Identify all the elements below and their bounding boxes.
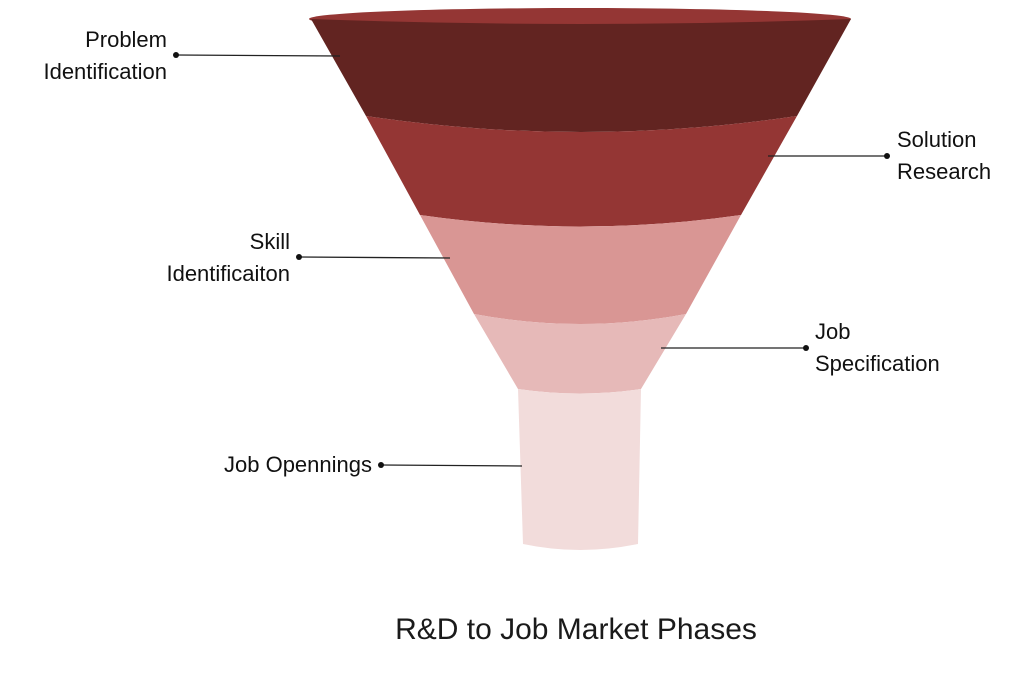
connector-skill-identification xyxy=(296,254,451,260)
stage-label-job-specification: Job Specification xyxy=(815,316,940,380)
diagram-title: R&D to Job Market Phases xyxy=(395,613,757,646)
connector-solution-research xyxy=(768,153,890,159)
stage-label-skill-identification: Skill Identificaiton xyxy=(166,226,290,290)
stage-label-line: Identificaiton xyxy=(166,261,290,286)
funnel-segment-job-specification xyxy=(474,314,686,394)
stage-label-line: Solution xyxy=(897,127,977,152)
stage-label-line: Problem xyxy=(85,27,167,52)
stage-label-problem-identification: Problem Identification xyxy=(43,24,167,88)
stage-label-line: Job Opennings xyxy=(224,452,372,477)
stage-label-line: Specification xyxy=(815,351,940,376)
stage-label-line: Job xyxy=(815,319,851,344)
stage-label-solution-research: Solution Research xyxy=(897,124,991,188)
connector-job-specification xyxy=(661,345,809,351)
funnel-segment-job-openings xyxy=(518,389,641,550)
stage-label-line: Identification xyxy=(43,59,167,84)
stage-label-line: Research xyxy=(897,159,992,184)
funnel-segment-skill-identification xyxy=(420,215,741,324)
funnel-segment-solution-research xyxy=(366,116,797,227)
funnel-segment-problem-identification xyxy=(311,19,851,132)
connector-job-openings xyxy=(378,462,523,468)
stage-label-line: Skill xyxy=(249,229,290,254)
connector-problem-identification xyxy=(173,52,341,58)
stage-label-job-openings: Job Opennings xyxy=(224,449,372,481)
